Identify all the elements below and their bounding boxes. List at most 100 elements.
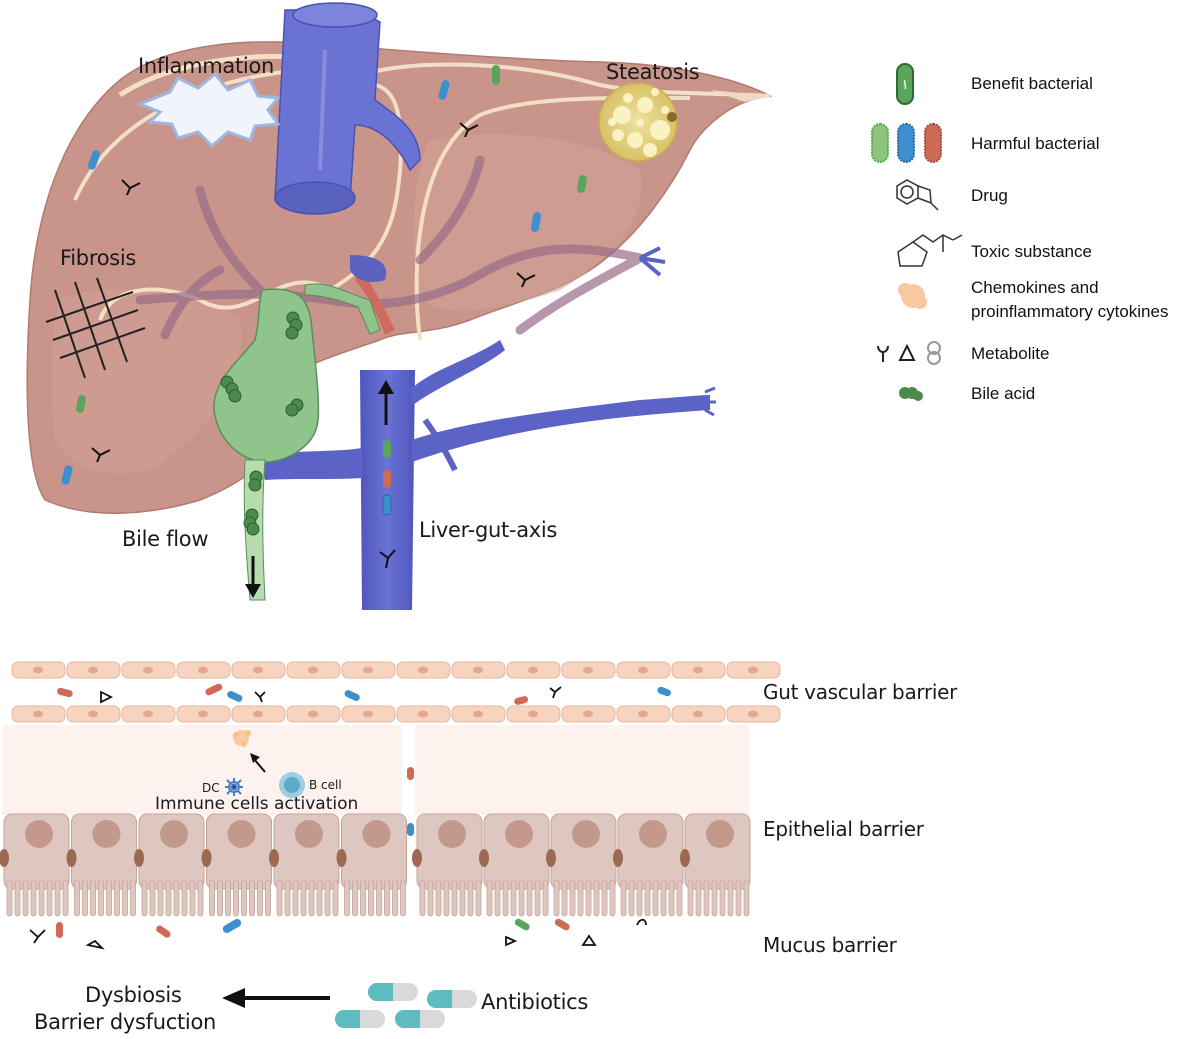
microvillus	[165, 879, 172, 917]
liver	[26, 41, 773, 514]
legend-bile-acid: Bile acid	[971, 384, 1036, 403]
epithelial-nucleus	[639, 820, 667, 848]
epithelial-nucleus	[362, 820, 391, 848]
microvillus	[569, 879, 576, 917]
microvillus	[660, 879, 667, 917]
microvillus	[376, 879, 382, 917]
epithelial-nucleus	[505, 820, 533, 848]
microvillus	[486, 879, 493, 917]
microvillus	[14, 879, 21, 917]
cytokine-cluster	[233, 730, 251, 747]
endothelial-nucleus	[363, 710, 373, 718]
capsule-half	[335, 1010, 360, 1028]
toxic-substance-icon	[897, 234, 963, 267]
microvillus	[241, 879, 247, 917]
endothelial-nucleus	[88, 710, 98, 718]
epithelial-nucleus	[706, 820, 734, 848]
gut-vascular-barrier-label: Gut vascular barrier	[763, 680, 958, 704]
tight-junction	[680, 849, 690, 867]
harmful-bacteria-icon	[871, 123, 942, 163]
microvillus	[510, 879, 517, 917]
microvillus	[114, 879, 120, 917]
b-cell-label: B cell	[309, 778, 342, 792]
endothelial-nucleus	[583, 710, 593, 718]
cytokine-cluster-icon	[898, 283, 927, 309]
microvillus	[225, 879, 231, 917]
microvillus	[74, 879, 80, 917]
tight-junction	[66, 849, 77, 867]
endothelial-nucleus	[253, 666, 263, 674]
endothelial-nucleus	[418, 666, 428, 674]
microvillus	[130, 879, 136, 917]
epithelial-nucleus	[25, 820, 53, 848]
microvillus	[54, 879, 61, 917]
metabolite-icon	[877, 341, 941, 365]
microvillus	[332, 879, 339, 917]
microvillus	[308, 879, 315, 917]
antibiotics-label: Antibiotics	[481, 990, 589, 1014]
microvillus	[609, 879, 616, 917]
microvillus	[494, 879, 501, 917]
microvillus	[122, 879, 128, 917]
microvillus	[284, 879, 291, 917]
microvillus	[292, 879, 299, 917]
epithelial-barrier-label: Epithelial barrier	[763, 817, 924, 841]
microvillus	[743, 879, 750, 917]
microvillus	[265, 879, 271, 917]
fibrosis-mesh	[45, 277, 146, 379]
microvillus	[106, 879, 112, 917]
microvillus	[735, 879, 742, 917]
endothelial-nucleus	[638, 666, 648, 674]
capsule-half	[368, 983, 393, 1001]
tight-junction	[546, 849, 556, 867]
endothelial-nucleus	[143, 666, 153, 674]
microvillus	[233, 879, 239, 917]
microvillus	[561, 879, 568, 917]
microvillus	[451, 879, 458, 917]
inflammation-burst	[135, 71, 281, 149]
endothelial-nucleus	[693, 666, 703, 674]
microvillus	[98, 879, 104, 917]
microvillus	[38, 879, 45, 917]
microvillus	[324, 879, 331, 917]
microvillus	[427, 879, 434, 917]
epithelial-nucleus	[572, 820, 600, 848]
microvillus	[553, 879, 560, 917]
endothelial-nucleus	[748, 666, 758, 674]
microvillus	[149, 879, 156, 917]
tight-junction	[412, 849, 422, 867]
gut-vascular-barrier	[11, 661, 781, 723]
dendritic-cell	[225, 778, 243, 796]
microvillus	[443, 879, 450, 917]
legend-toxic-substance: Toxic substance	[971, 242, 1092, 261]
liver-bacteria	[61, 65, 587, 485]
steatosis-fat-cell	[598, 82, 678, 162]
microvillus	[344, 879, 350, 917]
microvillus	[577, 879, 584, 917]
endothelial-nucleus	[363, 666, 373, 674]
microvillus	[518, 879, 525, 917]
microvillus	[400, 879, 406, 917]
portal-bacteria	[382, 440, 392, 516]
mucus-barrier-label: Mucus barrier	[763, 933, 897, 957]
microvillus	[6, 879, 13, 917]
lamina-propria	[415, 725, 750, 815]
legend-harmful-bacteria: Harmful bacterial	[971, 134, 1100, 153]
endothelial-nucleus	[198, 666, 208, 674]
microvillus	[695, 879, 702, 917]
microvillus	[181, 879, 188, 917]
dc-label: DC	[202, 781, 220, 795]
microvillus	[46, 879, 53, 917]
microvillus	[276, 879, 283, 917]
hilum-vessels	[304, 255, 395, 335]
tight-junction	[269, 849, 279, 867]
microvillus	[157, 879, 164, 917]
liver-lobe-highlight	[51, 289, 242, 474]
bile-acid-icon	[899, 387, 923, 401]
legend-metabolite: Metabolite	[971, 344, 1050, 363]
legend-chemokines-line1: Chemokines and	[971, 278, 1099, 297]
liver-metabolites	[91, 122, 536, 569]
microvillus	[300, 879, 307, 917]
tight-junction	[613, 849, 623, 867]
